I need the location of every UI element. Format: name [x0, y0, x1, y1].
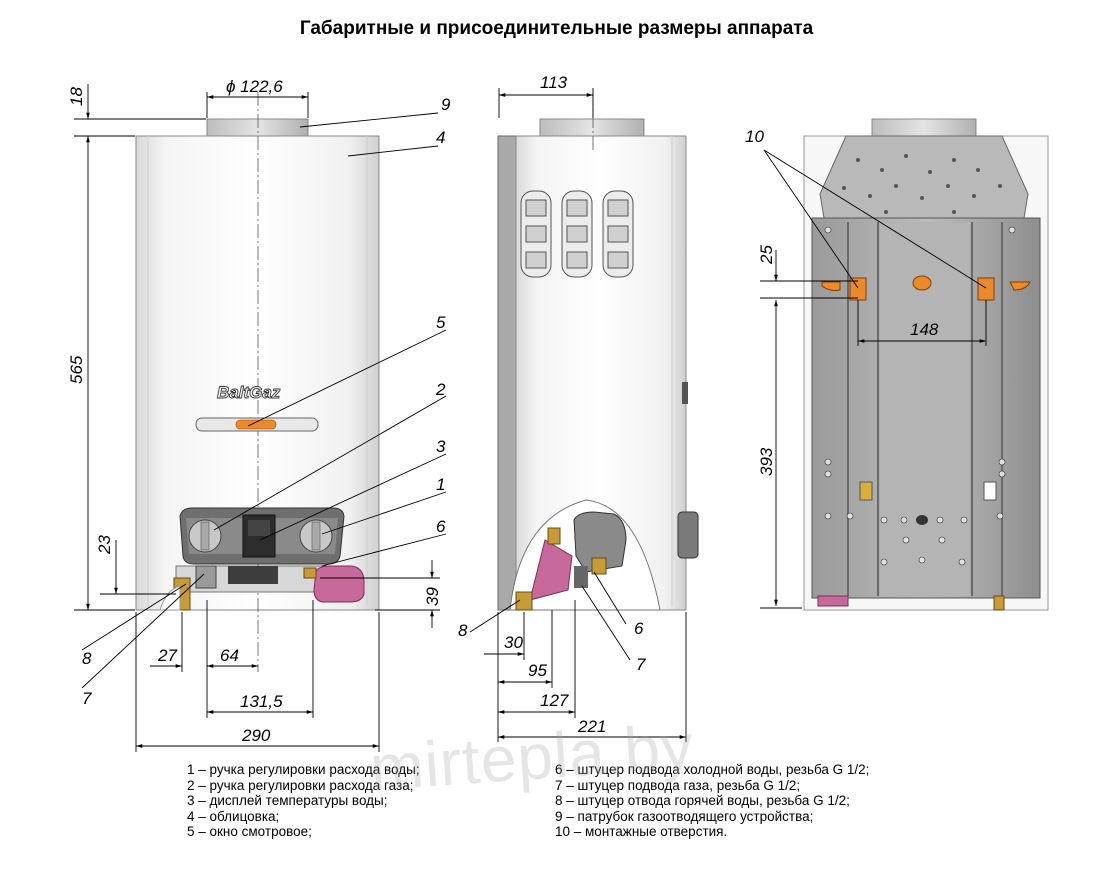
dim-113: 113: [540, 73, 568, 92]
callout-4: 4: [436, 128, 445, 147]
side-dimensions: [469, 88, 687, 742]
dim-148: 148: [910, 320, 939, 339]
back-dimensions: [760, 149, 987, 609]
front-view: BaltGaz: [135, 92, 380, 672]
callout-1: 1: [436, 475, 445, 494]
dim-27: 27: [157, 646, 177, 665]
dim-bottom-39: 39: [423, 587, 442, 606]
dim-95: 95: [528, 661, 547, 680]
front-dimensions: [74, 84, 447, 752]
front-flue-pipe: [206, 118, 309, 137]
legend-item: 6 – штуцер подвода холодной воды, резьба…: [555, 762, 870, 777]
dim-64: 64: [220, 646, 239, 665]
dim-pipe-diameter: ϕ 122,6: [226, 77, 283, 96]
callout-10: 10: [745, 127, 764, 146]
legend-item: 8 – штуцер отвода горячей воды, резьба G…: [555, 793, 850, 808]
legend-right: 6 – штуцер подвода холодной воды, резьба…: [555, 762, 869, 840]
back-hood: [819, 135, 1029, 219]
callout-5: 5: [436, 313, 446, 332]
dim-width-290: 290: [241, 726, 271, 745]
side-callout-8: 8: [458, 621, 468, 640]
legend-left: 1 – ручка регулировки расхода воды; 2 – …: [187, 762, 420, 840]
dim-height: 565: [67, 355, 86, 384]
dim-393: 393: [757, 447, 776, 476]
diagram-title: Габаритные и присоединительные размеры а…: [299, 18, 814, 39]
brand-logo: BaltGaz: [217, 383, 281, 402]
cold-water-fitting: [313, 565, 365, 603]
dim-127: 127: [540, 691, 569, 710]
legend-item: 4 – облицовка;: [187, 808, 280, 824]
dim-25: 25: [757, 245, 776, 265]
side-callout-7: 7: [636, 655, 646, 674]
callout-6: 6: [436, 517, 446, 536]
gas-fitting: [195, 565, 217, 589]
legend-item: 10 – монтажные отверстия.: [555, 824, 728, 839]
callout-8: 8: [82, 649, 92, 668]
dim-bottom-23: 23: [95, 535, 114, 555]
front-dimension-labels: ϕ 122,6 18 565 23 39 27 64 131,5 290 9 4…: [67, 77, 451, 745]
side-view: [497, 92, 699, 611]
back-flue-pipe: [871, 118, 977, 137]
legend-item: 1 – ручка регулировки расхода воды;: [187, 762, 420, 777]
legend-item: 5 – окно смотровое;: [187, 824, 312, 839]
back-view: [803, 118, 1049, 611]
dim-131-5: 131,5: [240, 692, 283, 711]
side-dimension-labels: 113 30 95 127 221 8 6 7: [458, 73, 646, 736]
legend-item: 9 – патрубок газоотводящего устройства;: [555, 808, 814, 824]
side-vent-slots: [520, 190, 634, 278]
side-callout-6: 6: [634, 619, 644, 638]
callout-3: 3: [436, 437, 446, 456]
dim-30: 30: [504, 633, 523, 652]
side-valve-block: [573, 511, 627, 573]
dim-top-offset: 18: [67, 87, 86, 106]
mounting-hole-right: [977, 277, 995, 301]
side-flue-pipe: [539, 118, 645, 137]
legend-item: 7 – штуцер подвода газа, резьба G 1/2;: [555, 777, 801, 793]
side-knob: [677, 511, 699, 559]
dim-221: 221: [577, 717, 606, 736]
legend-item: 2 – ручка регулировки расхода газа;: [187, 777, 414, 793]
side-hot-water-fitting: [515, 591, 533, 611]
legend-item: 3 – дисплей температуры воды;: [187, 793, 388, 808]
back-dimension-labels: 10 25 148 393: [745, 127, 939, 476]
callout-9: 9: [441, 95, 451, 114]
callout-2: 2: [435, 380, 446, 399]
callout-7: 7: [82, 689, 92, 708]
